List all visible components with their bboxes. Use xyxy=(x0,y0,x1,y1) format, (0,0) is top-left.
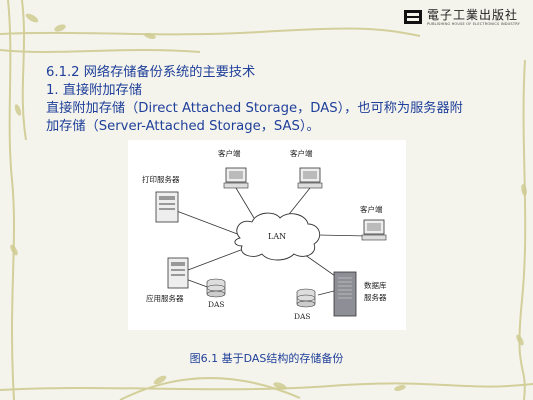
publisher-name: 電子工業出版社 xyxy=(427,8,519,22)
lan-label: LAN xyxy=(268,232,287,241)
das-diagram: 客户端 客户端 客户端 打印服务器 LAN 应用服务器 DAS DAS 数据库 … xyxy=(128,140,406,330)
lan-cloud xyxy=(234,212,321,261)
client-3-label: 客户端 xyxy=(360,205,383,214)
das-1-label: DAS xyxy=(208,300,225,309)
slide-text: 6.1.2 网络存储备份系统的主要技术 1. 直接附加存储 直接附加存储（Dir… xyxy=(46,64,516,136)
database-server-label-line2: 服务器 xyxy=(364,293,387,302)
definition-line-1: 直接附加存储（Direct Attached Storage，DAS），也可称为… xyxy=(46,101,463,116)
definition-line-2: 加存储（Server-Attached Storage，SAS）。 xyxy=(46,119,320,134)
publisher-emblem-icon xyxy=(404,10,422,24)
database-server-label-line1: 数据库 xyxy=(364,281,387,290)
publisher-logo: 電子工業出版社 PUBLISHING HOUSE OF ELECTRONICS … xyxy=(403,6,523,32)
application-server-icon xyxy=(167,257,189,289)
print-server-icon xyxy=(155,191,179,223)
section-heading: 6.1.2 网络存储备份系统的主要技术 xyxy=(46,65,256,80)
client-computer-1-icon xyxy=(223,167,249,189)
publisher-subtitle: PUBLISHING HOUSE OF ELECTRONICS INDUSTRY xyxy=(427,22,520,26)
application-server-label: 应用服务器 xyxy=(146,294,184,303)
client-computer-2-icon xyxy=(297,167,323,189)
das-storage-1-icon xyxy=(206,278,226,298)
network-links xyxy=(173,187,369,296)
print-server-label: 打印服务器 xyxy=(142,175,180,184)
das-2-label: DAS xyxy=(294,312,311,321)
subsection-heading: 1. 直接附加存储 xyxy=(46,83,142,98)
database-server-icon xyxy=(333,271,357,317)
figure-caption: 图6.1 基于DAS结构的存储备份 xyxy=(189,352,344,365)
client-1-label: 客户端 xyxy=(218,149,241,158)
das-storage-2-icon xyxy=(296,288,316,308)
client-2-label: 客户端 xyxy=(290,149,313,158)
client-computer-3-icon xyxy=(361,219,387,241)
